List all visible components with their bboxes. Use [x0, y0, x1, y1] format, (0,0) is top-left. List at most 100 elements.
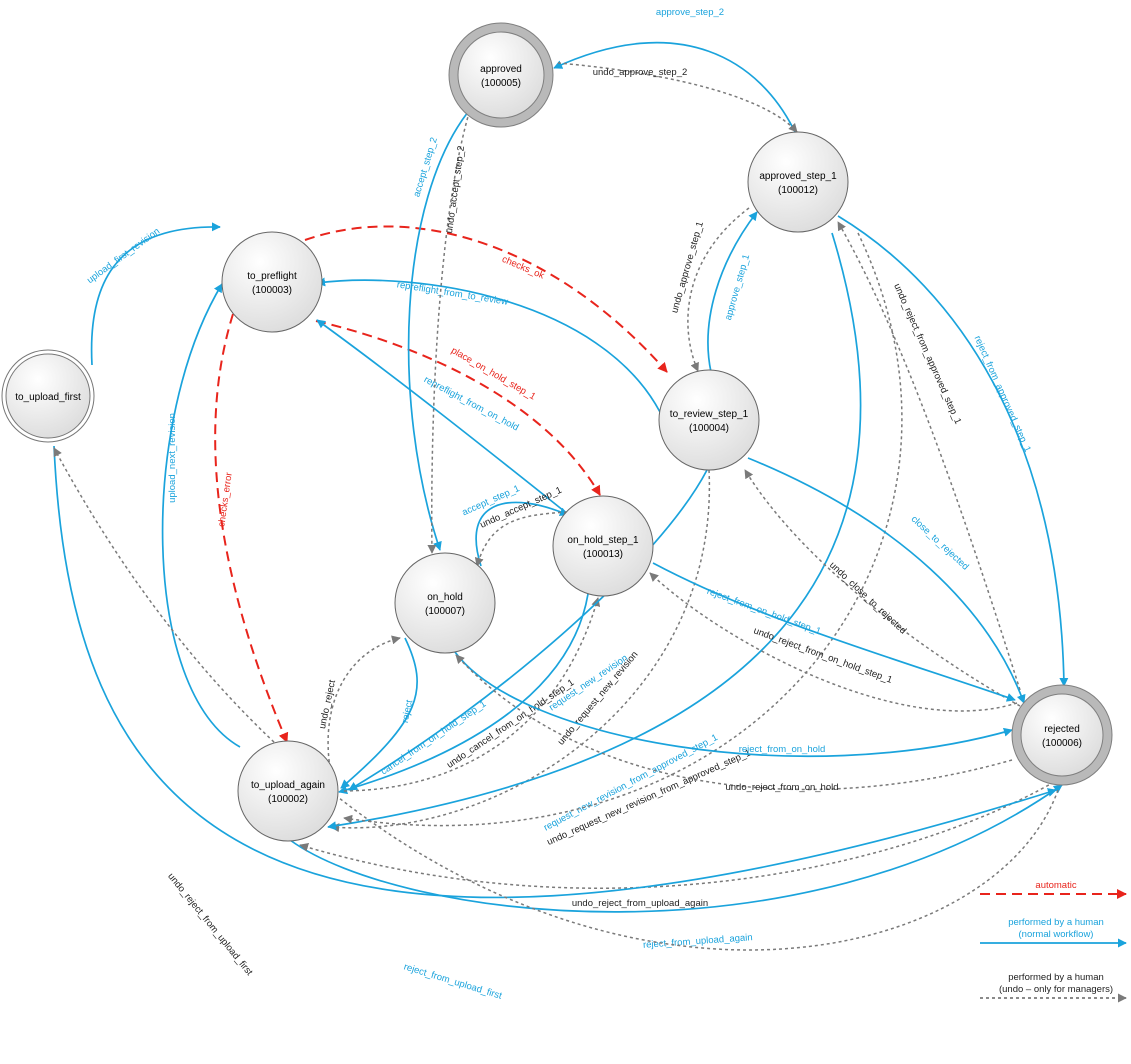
state-circle — [5, 353, 91, 439]
transition-label: repreflight_from_to_review — [396, 279, 509, 307]
state-name: to_review_step_1 — [670, 409, 749, 420]
transition-label: approve_step_2 — [656, 7, 724, 18]
transition-approve-step-1: approve_step_1 — [707, 211, 758, 373]
transition-undo-approve-step-2: undo_approve_step_2 — [557, 62, 798, 133]
transition-label: reject_from_upload_first — [402, 961, 503, 1001]
state-to-preflight: to_preflight (100003) — [221, 231, 323, 333]
state-name: to_upload_again — [251, 780, 325, 791]
state-name: to_upload_first — [15, 392, 81, 403]
transition-line — [90, 222, 221, 366]
legend-label: (undo – only for managers) — [999, 984, 1113, 995]
transition-line — [340, 637, 418, 789]
state-circle — [394, 552, 496, 654]
state-id: (100004) — [689, 423, 729, 434]
state-id: (100002) — [268, 794, 308, 805]
transition-line — [289, 784, 1063, 913]
transition-line — [327, 232, 862, 831]
transition-line — [338, 593, 589, 795]
transition-line — [316, 277, 661, 413]
transition-label: upload_first_revision — [85, 226, 162, 286]
transition-label: checks_ok — [500, 254, 546, 282]
transition-line — [474, 511, 568, 567]
state-approved-step-1: approved_step_1 (100012) — [747, 131, 849, 233]
transition-label: accept_step_2 — [411, 136, 440, 198]
transition-line — [747, 457, 1026, 704]
transition-label: undo_approve_step_1 — [669, 220, 706, 314]
transition-approve-step-2: approve_step_2 — [553, 7, 796, 133]
transition-line — [557, 62, 798, 133]
transition-line — [299, 781, 1055, 889]
state-rejected: rejected (100006) — [1011, 684, 1113, 786]
state-on-hold-step-1: on_hold_step_1 (100013) — [552, 495, 654, 597]
state-to-review-step-1: to_review_step_1 (100004) — [658, 369, 760, 471]
state-id: (100003) — [252, 285, 292, 296]
transition-label: undo_cancel_from_on_hold_step_1 — [445, 677, 576, 771]
transition-reject-from-on-hold: reject_from_on_hold — [454, 651, 1013, 758]
transition-line — [837, 215, 1069, 687]
transition-line — [327, 635, 401, 769]
state-approved: approved(100005) — [448, 22, 554, 128]
transition-reject-from-approved-step-1: reject_from_approved_step_1 — [837, 215, 1069, 687]
state-name: on_hold_step_1 — [567, 535, 639, 546]
legend-label: performed by a human — [1008, 917, 1104, 928]
transition-line — [316, 319, 570, 516]
transition-place-on-hold-step-1: place_on_hold_step_1 — [315, 320, 601, 496]
transition-close-to-rejected: close_to_rejected — [747, 457, 1026, 704]
transition-line — [330, 469, 711, 833]
transition-line — [454, 651, 1013, 758]
state-circle — [457, 31, 545, 119]
transition-reject-from-upload-again: reject_from_upload_again — [289, 784, 1063, 951]
transition-line — [304, 225, 668, 373]
state-to-upload-again: to_upload_again (100002) — [237, 740, 339, 842]
state-id: (100007) — [425, 606, 465, 617]
transition-label: undo_request_new_revision_from_approved_… — [545, 748, 752, 848]
transition-label: undo_reject_from_upload_first — [165, 871, 255, 978]
state-name: to_preflight — [247, 271, 297, 282]
state-name: rejected — [1044, 724, 1080, 735]
transition-undo-reject-from-on-hold: undo_reject_from_on_hold — [455, 654, 1013, 793]
transition-label: close_to_rejected — [909, 514, 971, 573]
transition-line — [837, 221, 1021, 691]
transition-label: undo_accept_step_2 — [444, 145, 467, 234]
state-id: (100006) — [1042, 738, 1082, 749]
state-circle — [1020, 693, 1104, 777]
state-name: on_hold — [427, 592, 463, 603]
state-circle — [658, 369, 760, 471]
state-to-upload-first: to_upload_first — [1, 349, 95, 443]
transition-line — [475, 501, 569, 567]
legend-item-undo: performed by a human(undo – only for man… — [980, 972, 1127, 1003]
transition-line — [652, 562, 1016, 702]
legend-item-automatic: automatic — [980, 880, 1127, 899]
transition-label: undo_approve_step_2 — [593, 67, 688, 78]
transition-undo-reject-from-upload-again: undo_reject_from_upload_again — [299, 781, 1055, 909]
transition-line — [161, 283, 241, 748]
state-on-hold: on_hold (100007) — [394, 552, 496, 654]
transition-checks-error: checks_error — [214, 313, 289, 743]
transition-label: upload_next_revision — [167, 413, 178, 503]
state-circle — [552, 495, 654, 597]
state-name: approved_step_1 — [759, 171, 837, 182]
legend-label: performed by a human — [1008, 972, 1104, 983]
transition-line — [707, 211, 758, 373]
transition-label: approve_step_1 — [723, 253, 752, 322]
transition-repreflight-from-on-hold: repreflight_from_on_hold — [316, 319, 570, 516]
transition-line — [348, 469, 708, 791]
transition-line — [649, 572, 1018, 712]
transition-upload-next-revision: upload_next_revision — [161, 283, 241, 748]
legend-label: (normal workflow) — [1019, 929, 1094, 940]
transition-line — [427, 99, 474, 554]
transition-undo-reject-from-on-hold-step-1: undo_reject_from_on_hold_step_1 — [649, 572, 1018, 712]
transition-line — [53, 447, 1059, 951]
transitions-layer: upload_first_revision upload_next_revisio… — [53, 7, 1069, 1002]
transition-label: undo_reject_from_upload_again — [572, 898, 708, 909]
state-id: (100013) — [583, 549, 623, 560]
state-circle — [237, 740, 339, 842]
transition-label: undo_close_to_rejected — [827, 560, 908, 637]
state-id: (100005) — [481, 78, 521, 89]
state-id: (100012) — [778, 185, 818, 196]
transition-repreflight-from-to-review: repreflight_from_to_review — [316, 277, 661, 413]
transition-line — [553, 41, 796, 133]
state-circle — [221, 231, 323, 333]
